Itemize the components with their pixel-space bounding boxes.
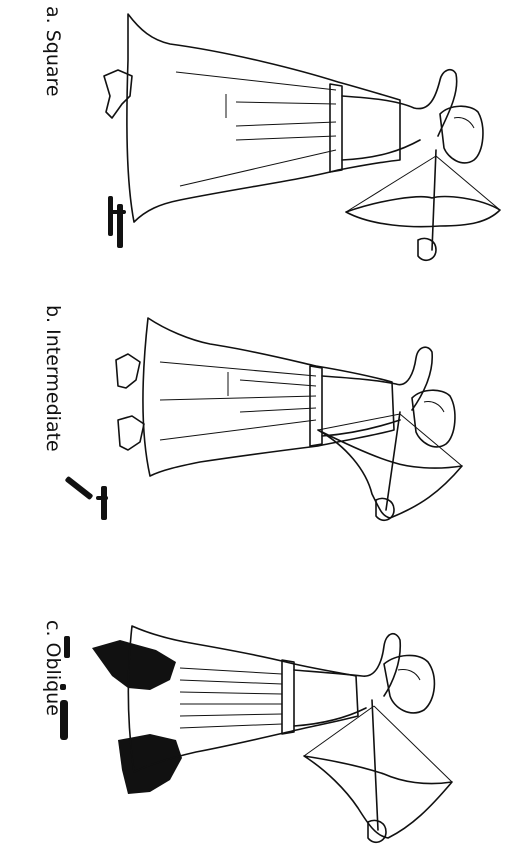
foot-marks-intermediate [65, 476, 108, 520]
archer-figure-square [104, 14, 500, 260]
archer-figure-oblique [60, 626, 452, 842]
archer-figure-intermediate [65, 318, 462, 520]
foot-marks-square [108, 196, 126, 248]
foot-marks-oblique [60, 636, 70, 740]
